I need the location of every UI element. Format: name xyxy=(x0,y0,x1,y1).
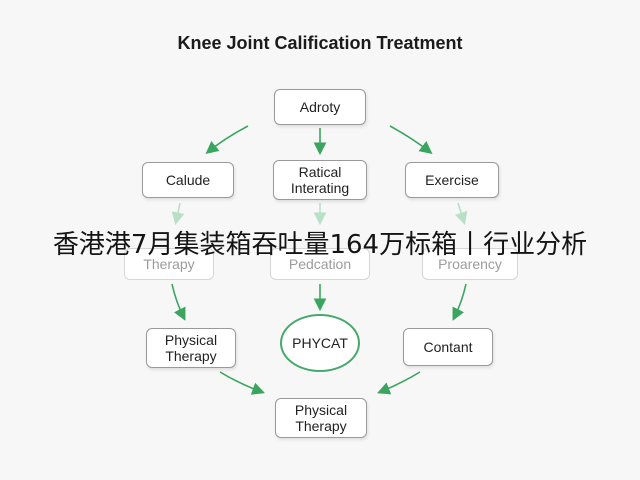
node-exercise-label: Exercise xyxy=(425,172,479,188)
node-physical-therapy-left-label: Physical Therapy xyxy=(164,332,218,364)
node-physical-therapy-left: Physical Therapy xyxy=(146,328,236,368)
node-adroty-label: Adroty xyxy=(299,99,341,115)
arrow-adroty-to-exercise xyxy=(389,125,433,154)
arrow-physical-to-bottom xyxy=(219,371,266,395)
node-physical-therapy-bottom-label: Physical Therapy xyxy=(294,402,348,434)
node-calude-label: Calude xyxy=(165,172,211,188)
node-ratical-interating-label: Ratical Interating xyxy=(290,164,350,196)
arrow-proarency-to-contant xyxy=(452,283,467,321)
node-phycat: PHYCAT xyxy=(280,314,360,372)
node-proarency-faded: Proarency xyxy=(422,248,518,280)
node-exercise: Exercise xyxy=(405,162,499,198)
arrow-therapy-to-physical xyxy=(171,283,186,321)
arrow-exercise-to-proarency xyxy=(455,202,468,226)
arrow-calude-to-therapy xyxy=(171,202,185,226)
node-therapy-faded: Therapy xyxy=(124,248,214,280)
node-therapy-faded-label: Therapy xyxy=(143,256,195,272)
node-pedcation-faded: Pedcation xyxy=(270,248,370,280)
diagram-title: Knee Joint Calification Treatment xyxy=(177,33,463,53)
arrow-contant-to-bottom xyxy=(377,371,421,395)
arrow-adroty-to-calude xyxy=(205,125,249,155)
node-adroty: Adroty xyxy=(274,89,366,125)
node-contant-label: Contant xyxy=(423,339,473,355)
node-ratical-interating: Ratical Interating xyxy=(273,160,367,200)
node-physical-therapy-bottom: Physical Therapy xyxy=(275,398,367,438)
node-phycat-label: PHYCAT xyxy=(292,335,348,351)
overlay-banner-text: 香港港7月集装箱吞吐量164万标箱丨行业分析 xyxy=(52,229,588,260)
node-calude: Calude xyxy=(142,162,234,198)
node-contant: Contant xyxy=(403,328,493,366)
node-pedcation-faded-label: Pedcation xyxy=(288,256,352,272)
node-proarency-faded-label: Proarency xyxy=(438,256,502,272)
